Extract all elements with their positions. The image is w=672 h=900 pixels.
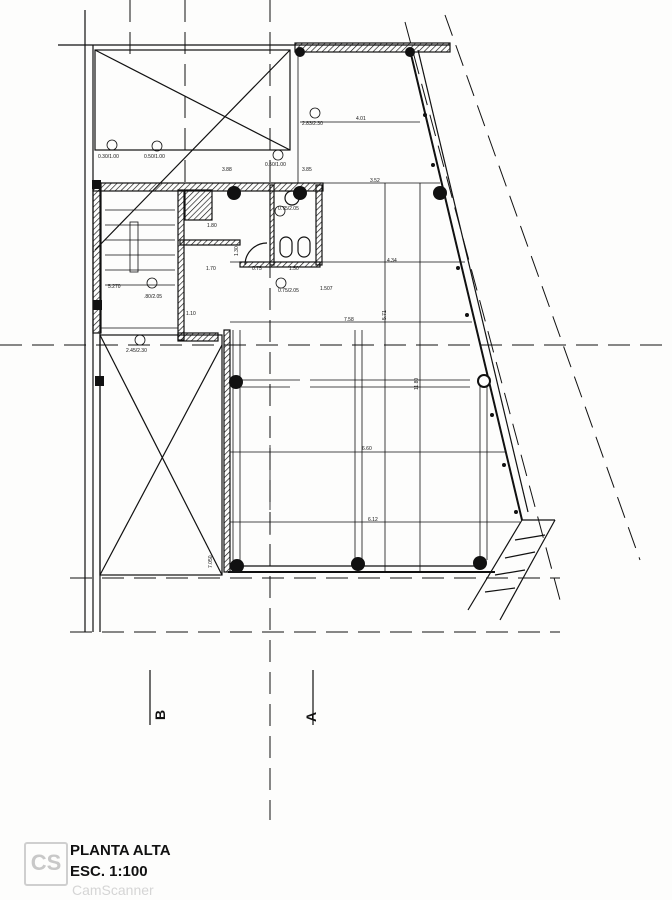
column [230, 559, 244, 573]
level-label: 0.75/2.05 [278, 206, 299, 212]
level-symbols [106, 107, 321, 346]
column [95, 376, 104, 386]
stair-lines [100, 209, 178, 329]
dim-label: 7.050 [208, 555, 214, 568]
dim-label: 1.80 [207, 223, 217, 229]
column [477, 374, 491, 388]
dim-label: 5.71 [382, 310, 388, 320]
dim-label: 3.88 [222, 167, 232, 173]
columns [92, 47, 518, 573]
column [405, 47, 415, 57]
dim-label: 4.34 [387, 258, 397, 264]
dimension-lines [230, 52, 520, 572]
level-label: 0.50/1.00 [265, 162, 286, 168]
dim-label: 6.12 [368, 517, 378, 523]
level-label: 2.83/2.30 [302, 121, 323, 127]
section-marker-b: B [152, 710, 168, 720]
dim-label: 1.70 [206, 266, 216, 272]
level-label: 2.45/2.30 [126, 348, 147, 354]
level-label: .80/2.05 [144, 294, 162, 300]
column [433, 186, 447, 200]
dim-label: 1.507 [320, 286, 333, 292]
column [227, 186, 241, 200]
plan-scale: ESC. 1:100 [70, 863, 148, 880]
column [293, 186, 307, 200]
column [92, 180, 101, 189]
level-label: 0.50/1.00 [144, 154, 165, 160]
dim-label: 6.60 [362, 446, 372, 452]
dimension-labels: 4.01 3.52 4.34 7.58 5.71 11.80 6.60 6.12… [98, 116, 420, 568]
axis-lines [0, 0, 672, 820]
dim-label: 0.75 [252, 266, 262, 272]
dim-label: 3.85 [302, 167, 312, 173]
dim-label: 5.270 [108, 284, 121, 290]
column [295, 47, 305, 57]
column [229, 375, 243, 389]
level-label: 0.30/1.00 [98, 154, 119, 160]
dim-label: 11.80 [414, 378, 420, 390]
column [473, 556, 487, 570]
camscanner-logo: CS [24, 842, 68, 886]
dim-label: 1.10 [186, 311, 196, 317]
dim-label: 4.01 [356, 116, 366, 122]
level-label: 0.75/2.05 [278, 288, 299, 294]
watermark-text: CamScanner [72, 882, 154, 898]
column [351, 557, 365, 571]
plan-title: PLANTA ALTA [70, 842, 171, 859]
dim-label: 1.50 [289, 266, 299, 272]
column [93, 300, 102, 310]
dim-label: 3.52 [370, 178, 380, 184]
dim-label: 7.58 [344, 317, 354, 323]
section-marker-a: A [303, 712, 319, 722]
dim-label: 1.30 [234, 246, 240, 256]
external-stair [467, 519, 556, 621]
